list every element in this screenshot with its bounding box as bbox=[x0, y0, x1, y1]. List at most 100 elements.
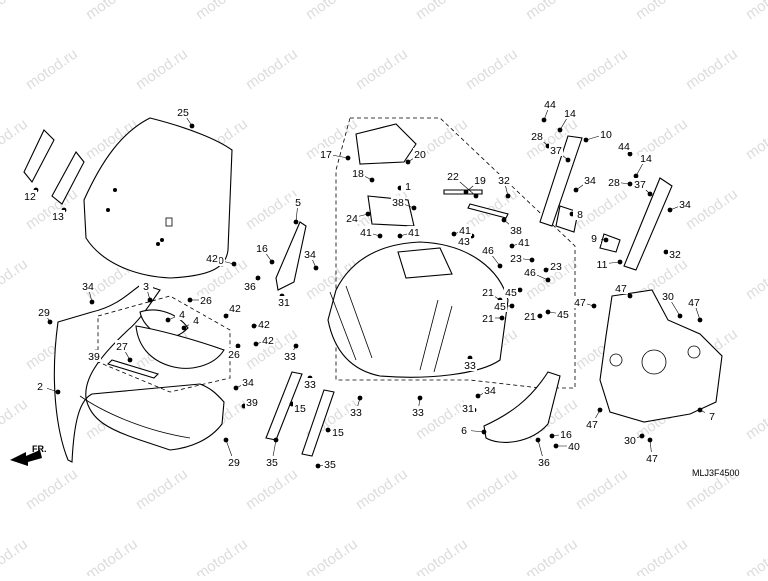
callout-number: 14 bbox=[640, 153, 652, 165]
callout-number: 41 bbox=[360, 227, 372, 239]
callout-bg bbox=[595, 258, 609, 270]
callout-bg bbox=[705, 410, 719, 422]
callout-bg bbox=[509, 252, 523, 264]
callout-number: 33 bbox=[304, 379, 316, 391]
callout-bg bbox=[401, 180, 415, 192]
callout-bg bbox=[607, 176, 621, 188]
callout-bg bbox=[458, 224, 472, 236]
stay-15b bbox=[301, 389, 335, 457]
callout-bg bbox=[461, 402, 475, 414]
callout-number: 39 bbox=[88, 351, 100, 363]
callout-number: 36 bbox=[538, 457, 550, 469]
watermark-text: motod.ru bbox=[743, 0, 768, 23]
callout-bg bbox=[291, 196, 305, 208]
watermark-text: motod.ru bbox=[23, 45, 81, 93]
callout-bg bbox=[543, 98, 557, 110]
callout-number: 47 bbox=[646, 453, 658, 465]
callout-number: 41 bbox=[459, 225, 471, 237]
callout-bg bbox=[481, 244, 495, 256]
callout-bg bbox=[199, 294, 213, 306]
callout-number: 8 bbox=[577, 209, 583, 221]
callout-bg bbox=[678, 198, 692, 210]
callout-number: 34 bbox=[304, 249, 316, 261]
callout-number: 7 bbox=[709, 411, 715, 423]
callout-number: 30 bbox=[624, 435, 636, 447]
watermark-text: motod.ru bbox=[523, 535, 581, 576]
callout-number: 39 bbox=[246, 397, 258, 409]
callout-bg bbox=[668, 248, 682, 260]
callout-number: 22 bbox=[447, 171, 459, 183]
callout-number: 45 bbox=[494, 301, 506, 313]
callout-number: 38 bbox=[392, 197, 404, 209]
front-arrow-icon bbox=[10, 450, 42, 466]
watermark-text: motod.ru bbox=[413, 0, 471, 23]
callout-number: 20 bbox=[414, 149, 426, 161]
callout-number: 33 bbox=[284, 351, 296, 363]
callout-bg bbox=[241, 376, 255, 388]
callout-number: 34 bbox=[679, 199, 691, 211]
side-panel-31 bbox=[483, 371, 561, 443]
cover-4b bbox=[135, 325, 225, 369]
callout-number: 16 bbox=[560, 429, 572, 441]
callout-bg bbox=[633, 178, 647, 190]
callout-number: 34 bbox=[242, 377, 254, 389]
callout-number: 33 bbox=[412, 407, 424, 419]
callout-bg bbox=[323, 458, 337, 470]
callout-bg bbox=[497, 174, 511, 186]
callout-bg bbox=[228, 302, 242, 314]
watermark-text: motod.ru bbox=[0, 0, 31, 23]
callout-bg bbox=[599, 128, 613, 140]
callout-bg bbox=[481, 312, 495, 324]
callout-bg bbox=[277, 296, 291, 308]
front-label: FR. bbox=[32, 444, 47, 454]
callout-number: 37 bbox=[634, 179, 646, 191]
callout-bg bbox=[331, 426, 345, 438]
callout-number: 34 bbox=[584, 175, 596, 187]
watermark-text: motod.ru bbox=[0, 255, 31, 303]
callout-bg bbox=[265, 456, 279, 468]
callout-bg bbox=[283, 350, 297, 362]
callout-bg bbox=[639, 152, 653, 164]
callout-bg bbox=[243, 280, 257, 292]
callout-number: 29 bbox=[38, 307, 50, 319]
callout-number: 47 bbox=[688, 297, 700, 309]
callout-number: 21 bbox=[524, 311, 536, 323]
callout-number: 37 bbox=[550, 145, 562, 157]
callout-number: 35 bbox=[324, 459, 336, 471]
watermark-text: motod.ru bbox=[413, 535, 471, 576]
callout-number: 17 bbox=[320, 149, 332, 161]
front-cowl bbox=[53, 283, 225, 463]
watermark-text: motod.ru bbox=[0, 395, 31, 443]
callout-bg bbox=[227, 456, 241, 468]
callout-bg bbox=[176, 106, 190, 118]
callout-bg bbox=[483, 384, 497, 396]
trim-12 bbox=[23, 129, 55, 184]
callout-bg bbox=[573, 296, 587, 308]
callout-number: 41 bbox=[518, 237, 530, 249]
callout-bg bbox=[481, 286, 495, 298]
callout-bg bbox=[517, 236, 531, 248]
callout-number: 36 bbox=[244, 281, 256, 293]
watermark-text: motod.ru bbox=[193, 0, 251, 23]
watermark-text: motod.ru bbox=[0, 535, 31, 576]
diagram-code: MLJ3F4500 bbox=[692, 468, 740, 478]
callout-number: 42 bbox=[258, 319, 270, 331]
callout-number: 19 bbox=[474, 175, 486, 187]
callout-bg bbox=[51, 210, 65, 222]
callout-number: 10 bbox=[600, 129, 612, 141]
callout-number: 42 bbox=[262, 335, 274, 347]
callout-bg bbox=[115, 340, 129, 352]
watermark-text: motod.ru bbox=[633, 535, 691, 576]
callout-number: 27 bbox=[116, 341, 128, 353]
callout-bg bbox=[523, 266, 537, 278]
watermark-text: motod.ru bbox=[463, 465, 521, 513]
callout-number: 34 bbox=[484, 385, 496, 397]
callout-bg bbox=[573, 208, 587, 220]
callout-number: 26 bbox=[228, 349, 240, 361]
side-panel-5 bbox=[275, 221, 307, 291]
callout-number: 42 bbox=[229, 303, 241, 315]
callout-number: 24 bbox=[346, 213, 358, 225]
callout-number: 25 bbox=[177, 107, 189, 119]
